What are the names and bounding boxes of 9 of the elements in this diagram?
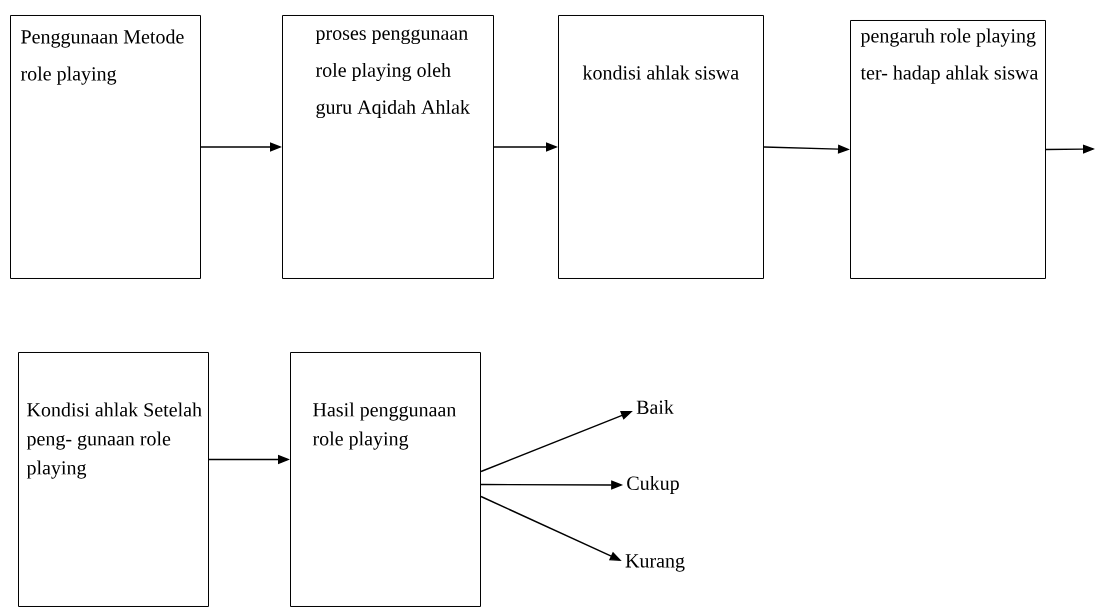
process-box: Kondisi ahlak Setelah peng- gunaan role playing (18, 352, 209, 607)
process-box: pengaruh role playing ter- hadap ahlak siswa (850, 20, 1046, 279)
outcome-label: Cukup (627, 475, 679, 495)
outcome-label: Baik (636, 399, 674, 414)
process-box: kondisi ahlak siswa (558, 15, 764, 279)
outcome-label: Kurang (625, 554, 685, 572)
process-box: Hasil penggunaan role playing (290, 352, 481, 607)
process-box: Penggunaan Metode role playing (10, 15, 201, 279)
process-box: proses penggunaan role playing oleh guru Aqidah Ahlak (282, 15, 494, 279)
